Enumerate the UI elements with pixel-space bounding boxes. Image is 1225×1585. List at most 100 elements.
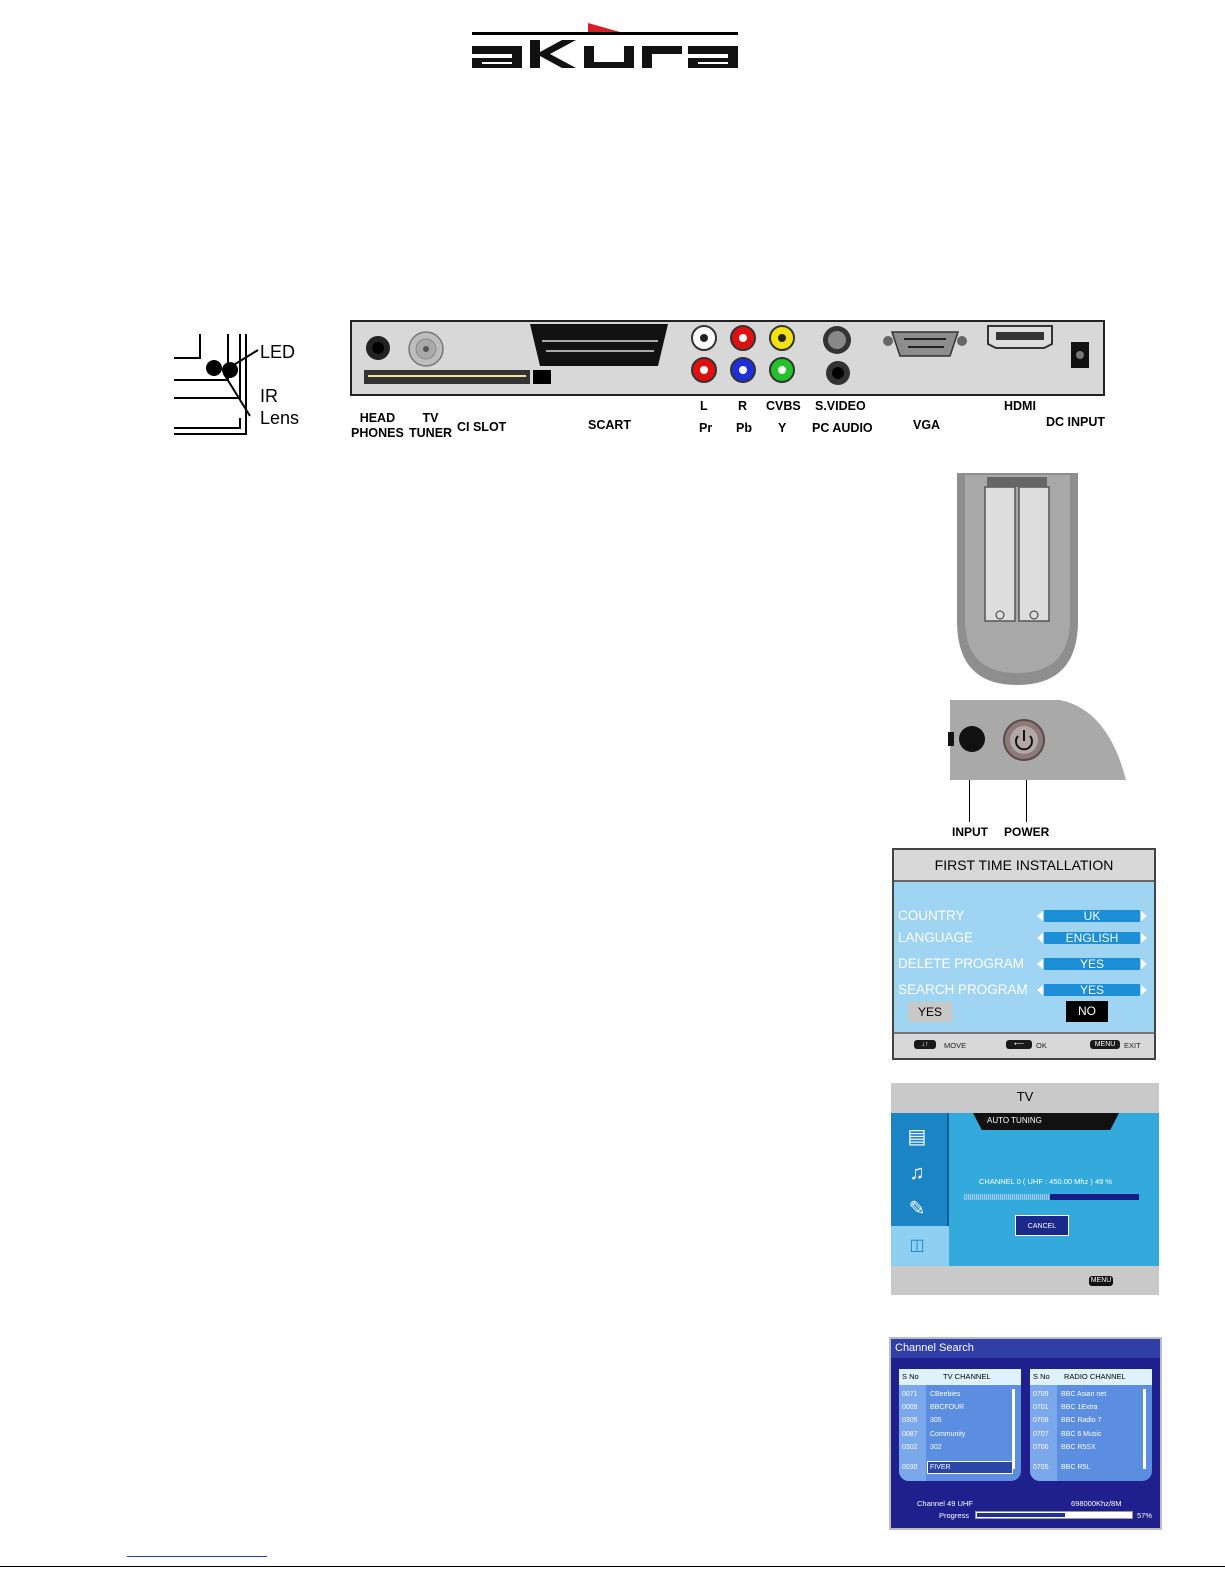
channel-search-title: Channel Search	[891, 1339, 1160, 1358]
yes-button[interactable]: YES	[908, 1002, 952, 1022]
arrow-left-icon[interactable]	[1037, 985, 1043, 995]
fti-label: DELETE PROGRAM	[898, 956, 1025, 971]
channel-number: 0706	[1033, 1444, 1049, 1451]
list-item[interactable]: 0708 BBC Radio 7	[1030, 1415, 1140, 1426]
tv-auto-tuning-screen: TV ▤ ♫ ✎ ◫ AUTO TUNING CHANNEL 0 ( UHF :…	[891, 1083, 1159, 1295]
sno-header: S No	[902, 1372, 919, 1381]
tv-channel-header-label: TV CHANNEL	[943, 1372, 991, 1381]
fti-title: FIRST TIME INSTALLATION	[894, 850, 1154, 882]
channel-name: 305	[930, 1417, 942, 1424]
tuning-progress-bar	[964, 1194, 1139, 1200]
arrow-right-icon[interactable]	[1141, 959, 1147, 969]
fti-row-search-program[interactable]: SEARCH PROGRAM YES	[896, 981, 1154, 999]
arrow-right-icon[interactable]	[1141, 933, 1147, 943]
list-item[interactable]: 0705 BBC R5L	[1030, 1462, 1140, 1473]
hdmi-label: HDMI	[1004, 399, 1036, 413]
arrow-left-icon[interactable]	[1037, 911, 1043, 921]
list-item[interactable]: 0707 BBC 6 Music	[1030, 1429, 1140, 1440]
arrow-right-icon[interactable]	[1141, 911, 1147, 921]
first-time-installation-screen: FIRST TIME INSTALLATION COUNTRY UK LANGU…	[892, 848, 1156, 1060]
rca-cvbs-jack	[769, 325, 795, 351]
current-channel: Channel 49 UHF	[917, 1499, 973, 1508]
power-label: POWER	[1004, 825, 1050, 839]
progress-label: Progress	[939, 1511, 970, 1520]
music-note-icon[interactable]: ♫	[909, 1162, 925, 1184]
picture-icon[interactable]: ▤	[907, 1126, 927, 1148]
tuning-progress-fill	[964, 1194, 1050, 1200]
footer-link-underline[interactable]	[127, 1556, 267, 1557]
fti-row-country[interactable]: COUNTRY UK	[896, 907, 1154, 925]
channel-name: BBC 1Extra	[1061, 1404, 1098, 1411]
akura-logo	[470, 20, 740, 75]
channel-number: 0707	[1033, 1431, 1049, 1438]
arrow-left-icon[interactable]	[1037, 933, 1043, 943]
channel-name: BBC 6 Music	[1061, 1431, 1102, 1438]
vga-connector	[890, 331, 960, 357]
cvbs-label: CVBS	[766, 399, 801, 413]
fti-row-delete-program[interactable]: DELETE PROGRAM YES	[896, 955, 1154, 973]
r-label: R	[738, 399, 748, 413]
arrow-right-icon[interactable]	[1141, 985, 1147, 995]
radio-scrollbar[interactable]	[1143, 1389, 1146, 1469]
list-item[interactable]: 0706 BBC R5SX	[1030, 1442, 1140, 1453]
channel-name: BBC Radio 7	[1061, 1417, 1102, 1424]
input-pointer-line	[969, 780, 970, 822]
ok-key-icon: ⟵	[1006, 1040, 1032, 1049]
channel-name: BBC R5SX	[1061, 1444, 1096, 1451]
tv-body: ▤ ♫ ✎ ◫ AUTO TUNING CHANNEL 0 ( UHF : 45…	[891, 1113, 1159, 1266]
current-frequency: 698000Khz/8M	[1071, 1499, 1122, 1508]
fti-value[interactable]: UK	[1044, 910, 1140, 922]
channel-number: 0030	[902, 1464, 918, 1471]
fti-value[interactable]: ENGLISH	[1044, 932, 1140, 944]
remote-battery-compartment	[955, 473, 1080, 688]
fti-footer: ↓↑ MOVE ⟵ OK MENU EXIT	[894, 1032, 1154, 1058]
y-label: Y	[778, 421, 787, 435]
channel-number: 0087	[902, 1431, 918, 1438]
no-button[interactable]: NO	[1066, 1001, 1108, 1022]
channel-number: 0302	[902, 1444, 918, 1451]
setup-icon[interactable]: ✎	[908, 1198, 926, 1220]
svideo-label: S.VIDEO	[815, 399, 866, 413]
led-ir-diagram: LED IR Lens	[170, 330, 330, 440]
search-progress-bar	[975, 1511, 1133, 1519]
cancel-button[interactable]: CANCEL	[1015, 1215, 1069, 1236]
fti-value[interactable]: YES	[1044, 958, 1140, 970]
list-item[interactable]: 0071 CBeebies	[899, 1389, 1009, 1400]
channel-number: 0305	[902, 1417, 918, 1424]
list-item[interactable]: 0305 305	[899, 1415, 1009, 1426]
move-hint: MOVE	[944, 1041, 967, 1050]
channel-number: 0009	[902, 1404, 918, 1411]
move-key: ↓↑	[914, 1040, 936, 1049]
channel-name: BBC R5L	[1061, 1464, 1091, 1471]
dc-input-label: DC INPUT	[1046, 415, 1106, 429]
ci-slot-label: CI SLOT	[457, 420, 507, 434]
channel-number: 0071	[902, 1391, 918, 1398]
radio-channel-header-label: RADIO CHANNEL	[1064, 1372, 1126, 1381]
fti-row-language[interactable]: LANGUAGE ENGLISH	[896, 929, 1154, 947]
tv-scrollbar[interactable]	[1012, 1389, 1015, 1469]
channel-number: 0708	[1033, 1417, 1049, 1424]
channel-search-screen: Channel Search S No TV CHANNEL 0071 CBeeb…	[889, 1337, 1162, 1530]
radio-channel-header: S No RADIO CHANNEL	[1030, 1369, 1152, 1385]
fti-value[interactable]: YES	[1044, 984, 1140, 996]
menu-key: MENU	[1089, 1276, 1113, 1286]
auto-tuning-header: AUTO TUNING	[973, 1113, 1119, 1130]
tv-title: TV	[1016, 1089, 1034, 1104]
fti-label: COUNTRY	[898, 908, 965, 923]
input-button[interactable]	[959, 726, 985, 752]
rca-r-jack	[730, 325, 756, 351]
channel-name: CBeebies	[930, 1391, 961, 1398]
arrow-left-icon[interactable]	[1037, 959, 1043, 969]
tv-menu-active[interactable]: ◫	[891, 1226, 949, 1266]
fti-label: LANGUAGE	[898, 930, 974, 945]
channel-number: 0705	[1033, 1464, 1049, 1471]
